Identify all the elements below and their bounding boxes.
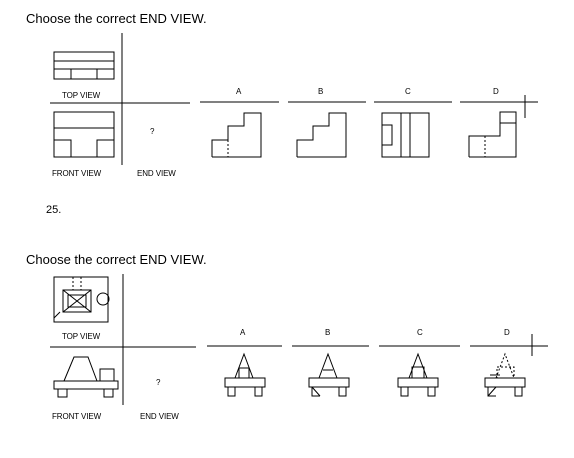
q2-option-a-label[interactable]: A	[240, 328, 246, 337]
q1-option-b-label[interactable]: B	[318, 87, 324, 96]
q2-view-axes	[50, 274, 196, 405]
q1-option-a-label[interactable]: A	[236, 87, 242, 96]
q1-option-b-drawing[interactable]	[296, 112, 347, 158]
q2-front-view	[53, 356, 119, 398]
q2-option-b-label[interactable]: B	[325, 328, 331, 337]
q2-option-c-drawing[interactable]	[397, 352, 439, 397]
q2-option-d-label[interactable]: D	[504, 328, 510, 337]
q1-top-view-label: TOP VIEW	[62, 91, 101, 100]
q2-option-d-drawing[interactable]	[484, 352, 526, 397]
q2-unknown-mark: ?	[156, 378, 161, 387]
q2-front-view-label: FRONT VIEW	[52, 412, 102, 421]
q1-front-view-label: FRONT VIEW	[52, 169, 102, 178]
q1-front-view	[53, 111, 115, 158]
q2-option-a-drawing[interactable]	[224, 352, 266, 397]
q1-option-a-drawing[interactable]	[211, 112, 262, 158]
q1-option-d-label[interactable]: D	[493, 87, 499, 96]
q1-option-c-label[interactable]: C	[405, 87, 411, 96]
question-number: 25.	[46, 204, 62, 216]
q2-end-view-label: END VIEW	[140, 412, 179, 421]
q2-option-lines	[207, 334, 548, 356]
q1-top-view	[53, 51, 115, 80]
q2-top-view-label: TOP VIEW	[62, 332, 101, 341]
q1-view-axes	[50, 33, 190, 165]
q2-option-c-label[interactable]: C	[417, 328, 423, 337]
question-2-prompt: Choose the correct END VIEW.	[26, 252, 207, 267]
q1-end-view-label: END VIEW	[137, 169, 176, 178]
q2-option-b-drawing[interactable]	[308, 352, 350, 397]
q1-option-c-drawing[interactable]	[381, 112, 430, 158]
q1-unknown-mark: ?	[150, 127, 155, 136]
q2-top-view	[53, 276, 110, 323]
question-1-prompt: Choose the correct END VIEW.	[26, 11, 207, 26]
q1-option-d-drawing[interactable]	[468, 111, 517, 158]
q1-option-lines	[200, 95, 538, 118]
